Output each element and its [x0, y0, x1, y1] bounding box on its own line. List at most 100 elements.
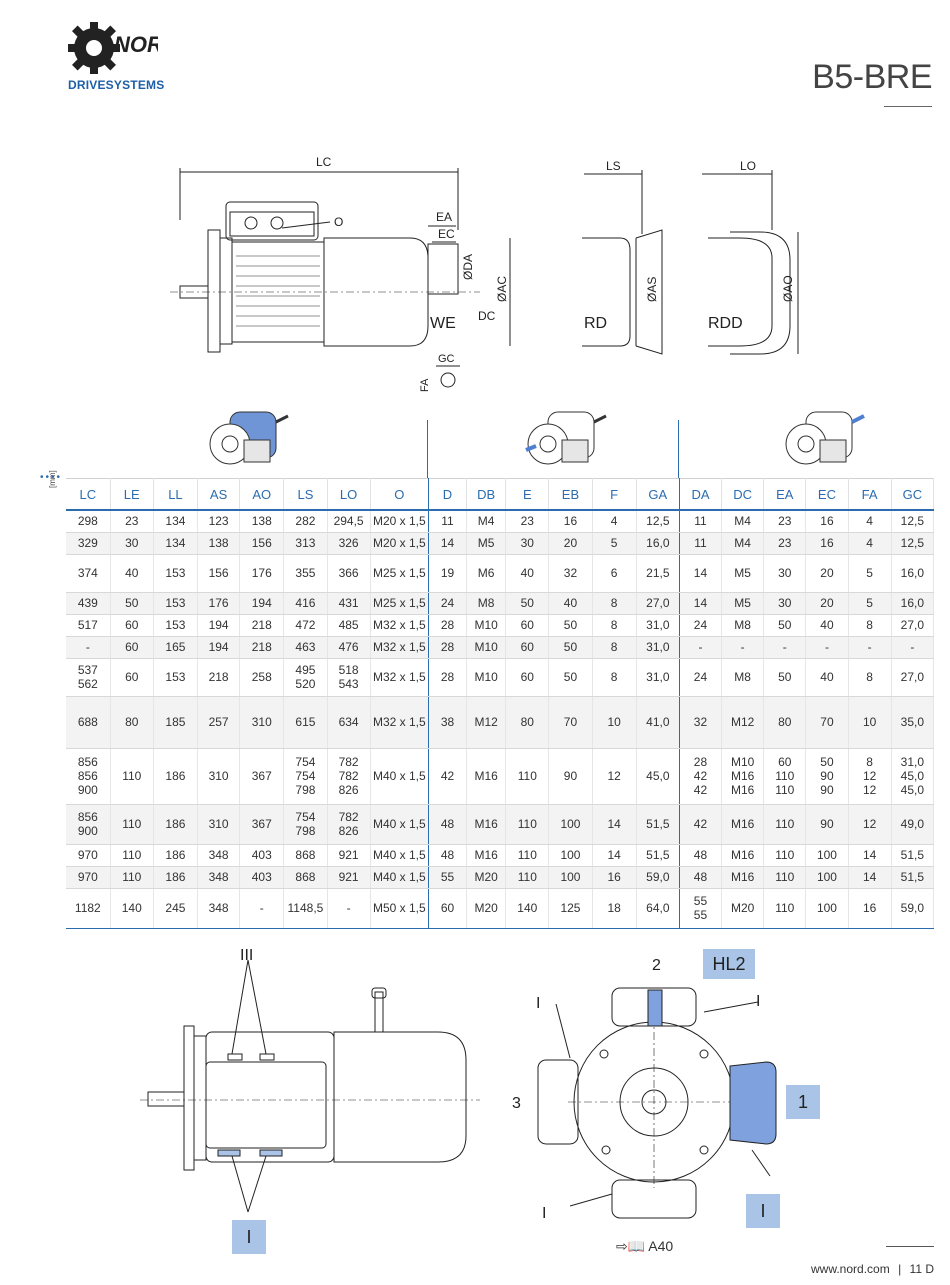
motor-side-view-drawing: III	[140, 947, 480, 1213]
column-header-ga: GA	[636, 478, 680, 511]
table-cell: 16	[805, 532, 849, 555]
table-cell: 16,0	[636, 532, 680, 555]
table-cell: 310	[197, 804, 241, 845]
table-cell: M20 x 1,5	[370, 532, 429, 555]
table-cell: 27,0	[891, 614, 935, 637]
table-cell: 194	[239, 592, 285, 615]
table-cell: 12	[848, 804, 892, 845]
table-cell: 472	[283, 614, 328, 637]
callout-i-right: I	[746, 1194, 780, 1228]
table-cell: 125	[548, 888, 593, 929]
table-cell: M4	[466, 510, 507, 533]
table-cell: 868	[283, 844, 328, 867]
table-cell: 23	[505, 510, 550, 533]
table-cell: M40 x 1,5	[370, 844, 429, 867]
table-cell: 27,0	[636, 592, 680, 615]
table-cell: 134	[153, 532, 199, 555]
table-cell: 16	[805, 510, 849, 533]
reference-link[interactable]: ⇨📖 A40	[616, 1238, 673, 1255]
table-cell: 298	[66, 510, 111, 533]
table-cell: 110	[763, 888, 807, 929]
table-cell: 80	[763, 696, 807, 749]
table-cell: 10	[592, 696, 637, 749]
table-cell: 59,0	[891, 888, 935, 929]
table-cell: 140	[505, 888, 550, 929]
table-cell: 51,5	[891, 844, 935, 867]
table-cell: M8	[466, 592, 507, 615]
table-cell: 20	[805, 554, 849, 593]
table-cell: 156	[239, 532, 285, 555]
table-cell: 50	[110, 592, 154, 615]
table-cell: 348	[197, 888, 241, 929]
table-cell: M20	[721, 888, 765, 929]
table-cell: 64,0	[636, 888, 680, 929]
table-cell: 55 55	[679, 888, 723, 929]
label-i-top-left: I	[536, 995, 540, 1012]
table-cell: 42	[679, 804, 723, 845]
nord-logo: NORD	[68, 22, 158, 74]
table-cell: 476	[327, 636, 371, 659]
table-cell: 186	[153, 804, 199, 845]
table-cell: 30	[763, 592, 807, 615]
column-header-as: AS	[197, 478, 241, 511]
label-dc: DC	[478, 309, 496, 323]
table-cell: 176	[239, 554, 285, 593]
label-ao: ØAO	[781, 275, 795, 302]
table-cell: 48	[428, 804, 468, 845]
table-cell: 11	[679, 510, 723, 533]
table-cell: 416	[283, 592, 328, 615]
table-cell: 12,5	[636, 510, 680, 533]
table-cell: 218	[197, 658, 241, 697]
table-cell: 23	[763, 532, 807, 555]
table-cell: M10 M16 M16	[721, 748, 765, 805]
table-cell: 110	[110, 748, 154, 805]
table-cell: 50	[548, 614, 593, 637]
table-cell: 8	[592, 636, 637, 659]
table-cell: 921	[327, 844, 371, 867]
table-cell: -	[891, 636, 935, 659]
brand-subtitle: DRIVESYSTEMS	[68, 78, 165, 92]
table-cell: 30	[505, 532, 550, 555]
column-header-gc: GC	[891, 478, 935, 511]
table-cell: 60	[428, 888, 468, 929]
table-cell: 90	[548, 748, 593, 805]
table-cell: 310	[197, 748, 241, 805]
table-cell: M25 x 1,5	[370, 554, 429, 593]
table-cell: 782 782 826	[327, 748, 371, 805]
table-cell: 313	[283, 532, 328, 555]
table-cell: 110	[110, 804, 154, 845]
table-cell: 868	[283, 866, 328, 889]
reference-label: A40	[648, 1238, 674, 1254]
table-cell: 11	[428, 510, 468, 533]
table-cell: 186	[153, 748, 199, 805]
table-cell: 5	[848, 554, 892, 593]
table-cell: 38	[428, 696, 468, 749]
table-cell: 348	[197, 866, 241, 889]
table-cell: 60	[110, 658, 154, 697]
table-cell: 110	[505, 748, 550, 805]
table-cell: -	[721, 636, 765, 659]
motor-dimension-drawing: LC O EA EC ØDA ØAC DC WE GC FA LS ØAS RD…	[170, 155, 799, 392]
table-cell: 14	[848, 844, 892, 867]
table-cell: 16,0	[891, 554, 935, 593]
table-cell: 110	[763, 866, 807, 889]
table-cell: 153	[153, 658, 199, 697]
motor-variant-a-icon	[209, 411, 289, 465]
table-cell: 14	[679, 554, 723, 593]
table-cell: M12	[466, 696, 507, 749]
table-cell: M6	[466, 554, 507, 593]
table-cell: 257	[197, 696, 241, 749]
table-cell: 100	[548, 866, 593, 889]
table-cell: 60	[505, 614, 550, 637]
table-cell: M16	[721, 804, 765, 845]
table-cell: 12	[592, 748, 637, 805]
motor-front-view-drawing: I I I 2 3	[512, 957, 777, 1222]
label-lo: LO	[740, 159, 756, 173]
table-cell: M20	[466, 888, 507, 929]
table-cell: 495 520	[283, 658, 328, 697]
